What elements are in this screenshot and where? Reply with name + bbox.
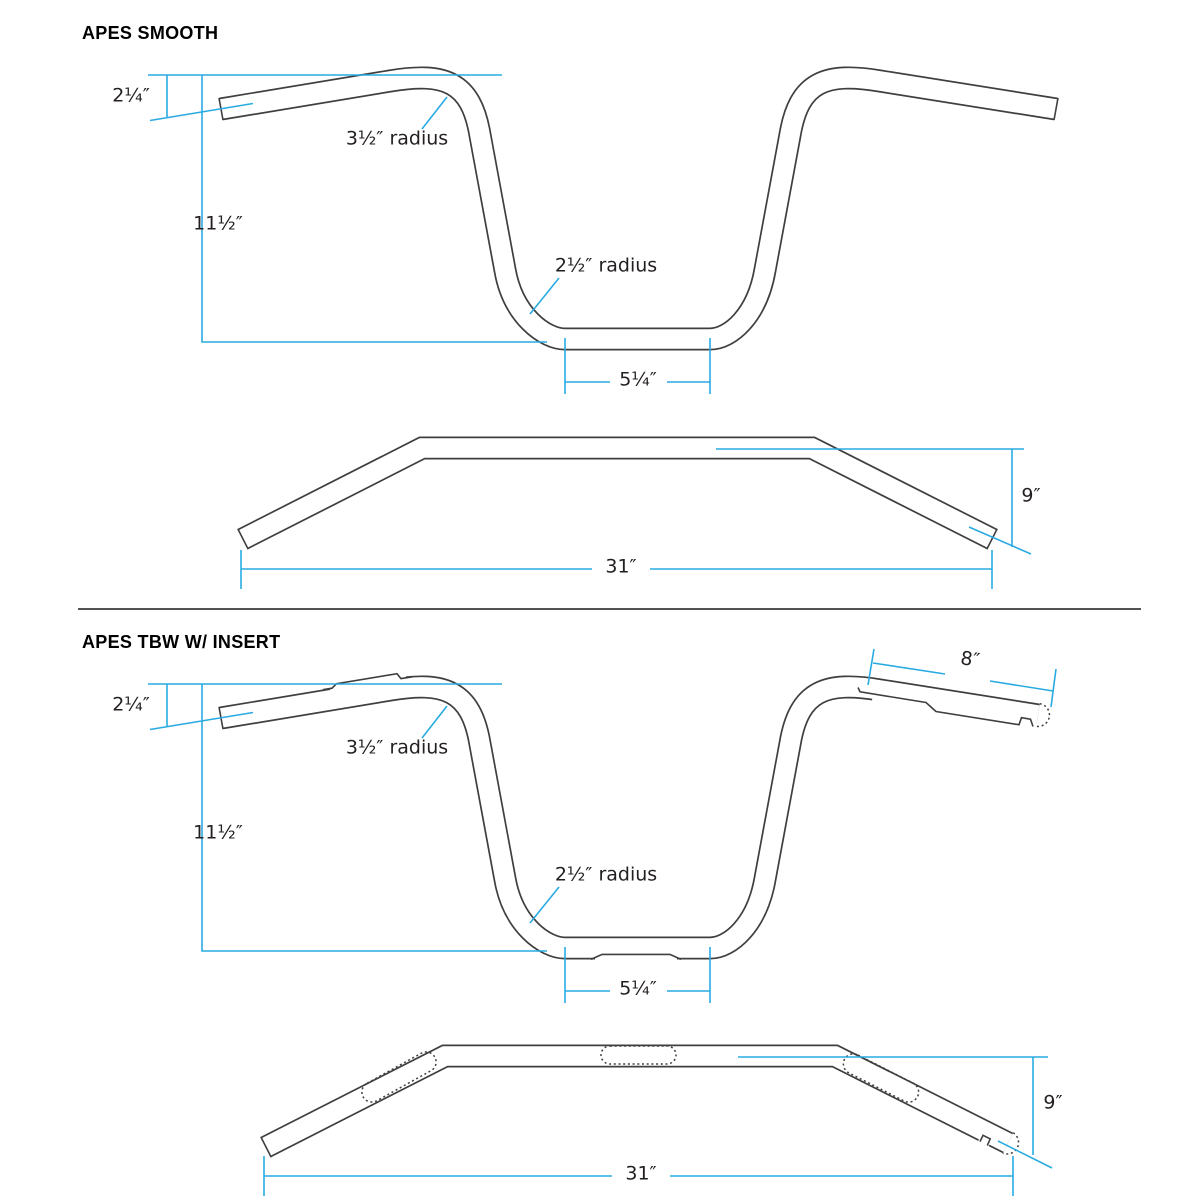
apes-tbw-front-view-drawing <box>218 672 1051 962</box>
section-title: APES SMOOTH <box>82 23 219 43</box>
dim-label-pullback: 2¹⁄₄″ <box>112 84 150 107</box>
dim-label-center-width: 5¹⁄₄″ <box>619 977 657 1000</box>
apes-smooth-front-view-drawing <box>218 66 1059 351</box>
dim-label-overall-width: 31″ <box>625 1162 657 1185</box>
dim-label-depth: 9″ <box>1043 1091 1063 1114</box>
section-title: APES TBW W/ INSERT <box>82 632 281 652</box>
dim-label-bottom-bend-radius: 2¹⁄₂″ radius <box>554 863 658 886</box>
dim-label-pullback: 2¹⁄₄″ <box>112 693 150 716</box>
apes-smooth-dimension-lines <box>148 74 1032 589</box>
dim-label-top-bend-radius: 3¹⁄₂″ radius <box>345 127 449 150</box>
dim-label-depth: 9″ <box>1021 484 1041 507</box>
insert-window-center <box>600 1045 677 1065</box>
insert-window-left <box>361 1051 437 1103</box>
dim-label-rise: 11¹⁄₂″ <box>193 212 243 235</box>
insert-window-right <box>842 1053 920 1103</box>
dim-label-center-width: 5¹⁄₄″ <box>619 368 657 391</box>
dim-label-top-bend-radius: 3¹⁄₂″ radius <box>345 736 449 759</box>
apes-tbw-top-view-drawing <box>260 1044 1020 1158</box>
apes-smooth-top-view-drawing <box>237 436 998 550</box>
apes-tbw-dimension-lines <box>148 648 1057 1196</box>
dim-label-insert-length: 8″ <box>959 647 982 672</box>
dim-label-bottom-bend-radius: 2¹⁄₂″ radius <box>554 254 658 277</box>
dim-label-overall-width: 31″ <box>605 555 637 578</box>
dim-label-rise: 11¹⁄₂″ <box>193 821 243 844</box>
